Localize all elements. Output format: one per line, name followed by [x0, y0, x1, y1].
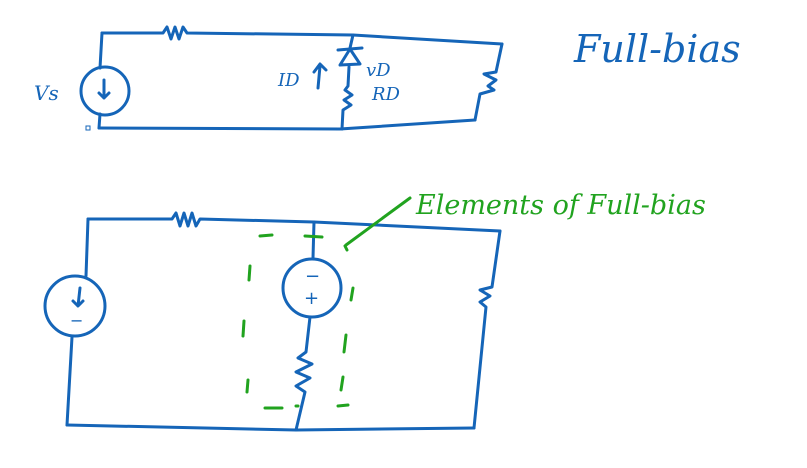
diode-model-voltage-source	[281, 257, 343, 319]
bottom-circuit-source-arrow	[71, 286, 85, 308]
top-circuit-voltage-source	[79, 65, 131, 117]
bottom-source-polarity-bottom: −	[70, 311, 83, 330]
bottom-circuit-middle-lower-wire-with-resistor	[294, 315, 314, 432]
top-circuit-top-wire-with-resistor	[100, 25, 504, 46]
top-circuit-diode-branch-wire	[340, 33, 355, 131]
highlight-dashed-box	[241, 233, 355, 410]
bottom-circuit-top-wire-with-resistor	[86, 211, 502, 233]
bottom-circuit-left-lower-wire	[65, 335, 74, 427]
top-circuit-bottom-wire	[97, 118, 477, 131]
current-label: ID	[277, 70, 300, 91]
bottom-circuit-right-load	[472, 229, 502, 430]
top-circuit-left-lower-wire	[97, 112, 102, 130]
top-circuit-left-wire	[98, 31, 104, 70]
bottom-circuit: − − + Elements of Full-bias	[43, 190, 706, 432]
diode-symbol	[336, 46, 364, 67]
bottom-circuit-bottom-wire	[65, 423, 476, 432]
top-circuit-right-load	[473, 42, 504, 122]
top-source-label: Vs	[34, 81, 59, 105]
heading-text: Full-bias	[573, 27, 741, 71]
bottom-circuit-middle-upper-wire	[311, 220, 316, 260]
small-dot-marker	[85, 125, 91, 131]
bottom-circuit-left-upper-wire	[84, 217, 90, 278]
resistance-label: RD	[371, 84, 401, 105]
top-circuit-source-arrow	[97, 78, 111, 100]
annotation-pointer-line	[344, 196, 412, 247]
top-circuit: Vs ID vD RD Full-bias	[34, 25, 741, 131]
diode-voltage-label: vD	[366, 60, 391, 81]
bottom-circuit-voltage-source	[43, 274, 107, 338]
annotation-text: Elements of Full-bias	[415, 190, 706, 221]
diode-model-polarity-top: −	[305, 266, 320, 287]
current-arrow	[312, 62, 328, 90]
diode-model-polarity-bottom: +	[304, 288, 319, 309]
